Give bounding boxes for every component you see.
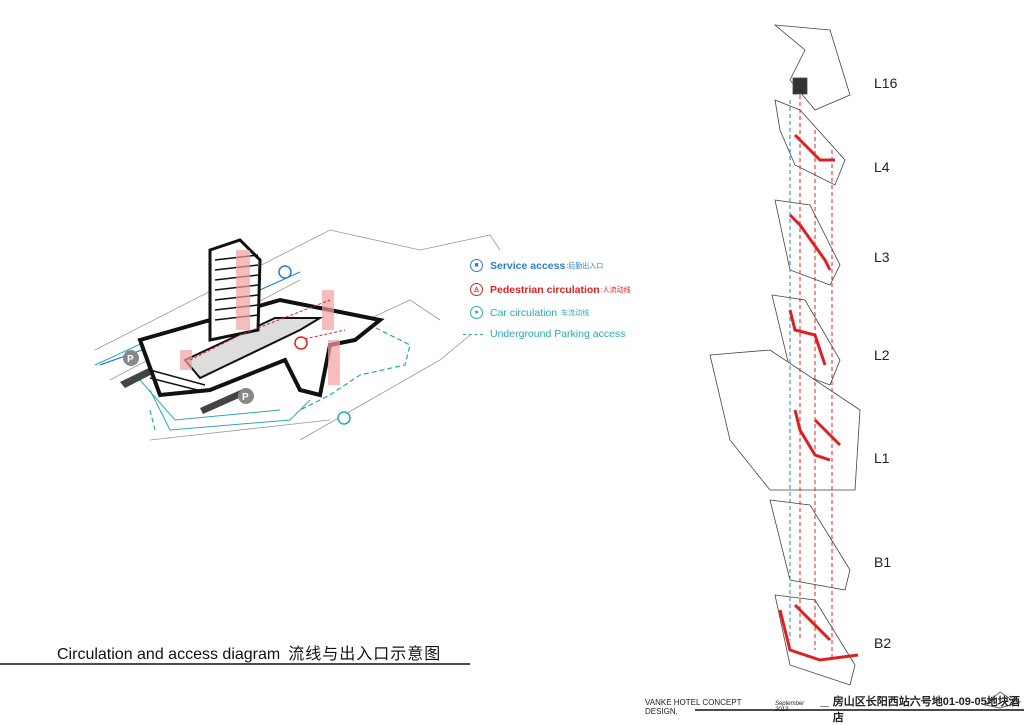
level-label: L2 xyxy=(874,347,890,363)
pedestrian-route xyxy=(189,299,346,361)
parking-access-route xyxy=(149,309,411,431)
parking-icon: P xyxy=(238,388,254,404)
parking-icon: P xyxy=(123,350,139,366)
truck-icon: ■ xyxy=(470,259,483,272)
vertical-cores xyxy=(789,95,833,660)
level-label: L1 xyxy=(874,450,890,466)
legend-service-access: ■ Service access:后勤出入口 xyxy=(470,259,603,272)
level-label: L16 xyxy=(874,75,898,91)
legend-underground-parking: Underground Parking access xyxy=(463,328,625,340)
car-icon: ● xyxy=(470,306,483,319)
svg-text:P: P xyxy=(242,392,249,403)
level-label: L4 xyxy=(874,159,890,175)
svg-text:P: P xyxy=(127,354,134,365)
level-plans xyxy=(709,24,861,686)
level-label: B1 xyxy=(874,554,892,570)
level-label: L3 xyxy=(874,249,890,265)
level-pedestrian-paths xyxy=(778,133,859,662)
project-logo xyxy=(983,691,1022,709)
dashed-line-icon xyxy=(463,333,483,335)
car-icon xyxy=(337,411,351,425)
legend-pedestrian-circulation: ♙ Pedestrian circulation:人流动线 xyxy=(470,283,631,296)
pedestrian-icon xyxy=(294,336,308,350)
footer: VANKE HOTEL CONCEPT DESIGN, September 20… xyxy=(645,696,1020,724)
building-massing xyxy=(137,238,385,398)
pedestrian-cores xyxy=(180,250,340,385)
level-label: B2 xyxy=(874,635,892,651)
pedestrian-icon: ♙ xyxy=(470,283,483,296)
truck-icon xyxy=(278,265,292,279)
